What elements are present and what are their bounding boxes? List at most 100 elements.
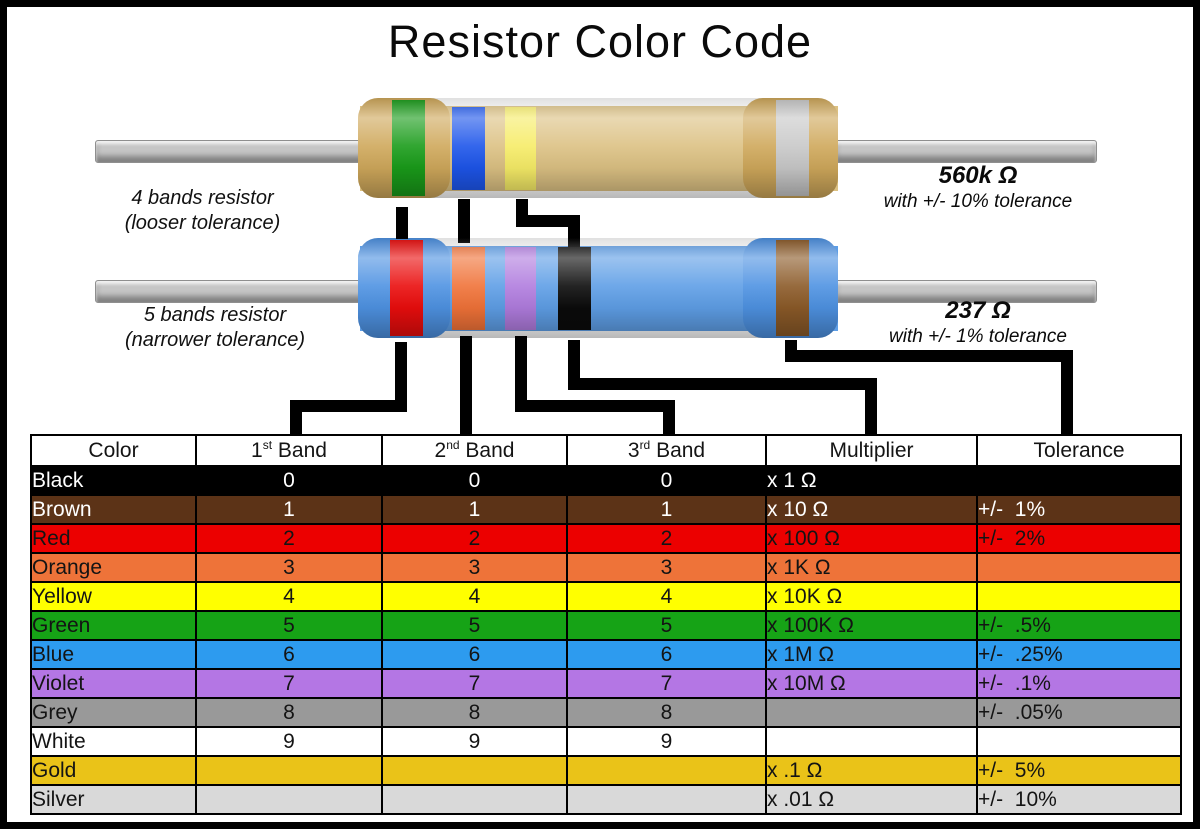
pointer-3rd-band	[663, 400, 675, 435]
multiplier-cell: x 1 Ω	[765, 465, 978, 496]
band2-cell: 0	[381, 465, 568, 496]
multiplier-cell	[765, 726, 978, 757]
multiplier-cell: x .01 Ω	[765, 784, 978, 815]
band-blue-2nd	[452, 107, 485, 190]
multiplier-cell	[765, 697, 978, 728]
column-header-3-band: 3rd Band	[566, 434, 767, 467]
color-name-cell: Black	[30, 465, 197, 496]
multiplier-cell: x 10 Ω	[765, 494, 978, 525]
band-violet-3rd	[505, 247, 536, 330]
band2-cell: 2	[381, 523, 568, 554]
tolerance-cell: +/- 2%	[976, 523, 1182, 554]
band2-cell: 5	[381, 610, 568, 641]
tolerance-cell	[976, 465, 1182, 496]
resistor-lead-left	[95, 280, 365, 303]
multiplier-cell: x 1K Ω	[765, 552, 978, 583]
column-header-color: Color	[30, 434, 197, 467]
band2-cell: 6	[381, 639, 568, 670]
band2-cell: 3	[381, 552, 568, 583]
resistor-lead-right	[835, 140, 1097, 163]
band3-cell: 0	[566, 465, 767, 496]
band2-cell: 4	[381, 581, 568, 612]
band2-cell: 1	[381, 494, 568, 525]
band1-cell: 0	[195, 465, 383, 496]
multiplier-cell: x 1M Ω	[765, 639, 978, 670]
pointer-1st-band	[290, 400, 302, 435]
multiplier-cell: x 100K Ω	[765, 610, 978, 641]
band1-cell: 8	[195, 697, 383, 728]
pointer-segment	[458, 199, 470, 243]
band3-cell: 6	[566, 639, 767, 670]
pointer-multiplier	[865, 378, 877, 435]
table-row-silver: Silver x .01 Ω+/- 10%	[30, 784, 1182, 815]
band-yellow-mult	[505, 107, 536, 190]
five-band-label: 5 bands resistor (narrower tolerance)	[124, 304, 306, 351]
multiplier-cell: x 10M Ω	[765, 668, 978, 699]
page-title: Resistor Color Code	[387, 16, 813, 67]
band2-cell	[381, 755, 568, 786]
multiplier-cell: x 10K Ω	[765, 581, 978, 612]
band2-cell: 9	[381, 726, 568, 757]
color-name-cell: Gold	[30, 755, 197, 786]
four-band-value: 560k Ω with +/- 10% tolerance	[853, 162, 1103, 213]
pointer-tolerance	[785, 350, 1073, 362]
band1-cell	[195, 784, 383, 815]
band-silver-tol	[776, 100, 809, 196]
resistance-value: 237 Ω	[945, 297, 1011, 324]
band3-cell: 1	[566, 494, 767, 525]
tolerance-cell	[976, 726, 1182, 757]
pointer-2nd-band	[460, 336, 472, 435]
pointer-3rd-band	[515, 400, 675, 412]
band1-cell: 2	[195, 523, 383, 554]
band2-cell	[381, 784, 568, 815]
pointer-segment	[516, 215, 580, 227]
column-header-tolerance: Tolerance	[976, 434, 1182, 467]
band3-cell: 2	[566, 523, 767, 554]
tolerance-cell: +/- .5%	[976, 610, 1182, 641]
band3-cell: 5	[566, 610, 767, 641]
multiplier-cell: x .1 Ω	[765, 755, 978, 786]
color-name-cell: Orange	[30, 552, 197, 583]
band-red-1st	[390, 240, 423, 336]
band-orange-2nd	[452, 247, 485, 330]
tolerance-cell: +/- 10%	[976, 784, 1182, 815]
four-band-label: 4 bands resistor (looser tolerance)	[124, 187, 281, 234]
band-brown-tol	[776, 240, 809, 336]
band2-cell: 7	[381, 668, 568, 699]
band1-cell	[195, 755, 383, 786]
band1-cell: 3	[195, 552, 383, 583]
band3-cell: 4	[566, 581, 767, 612]
color-name-cell: Grey	[30, 697, 197, 728]
band1-cell: 1	[195, 494, 383, 525]
column-header-1-band: 1st Band	[195, 434, 383, 467]
five-band-value: 237 Ω with +/- 1% tolerance	[853, 297, 1103, 348]
band1-cell: 9	[195, 726, 383, 757]
color-name-cell: Violet	[30, 668, 197, 699]
column-header-multiplier: Multiplier	[765, 434, 978, 467]
resistor-lead-left	[95, 140, 365, 163]
band-green-1st	[392, 100, 425, 196]
color-name-cell: Yellow	[30, 581, 197, 612]
resistance-value: 560k Ω	[938, 162, 1018, 189]
band1-cell: 4	[195, 581, 383, 612]
multiplier-cell: x 100 Ω	[765, 523, 978, 554]
color-name-cell: Silver	[30, 784, 197, 815]
band-black-mult	[558, 247, 591, 330]
color-name-cell: Brown	[30, 494, 197, 525]
band3-cell: 9	[566, 726, 767, 757]
tolerance-cell: +/- .25%	[976, 639, 1182, 670]
pointer-segment	[568, 215, 580, 247]
pointer-tolerance	[1061, 350, 1073, 435]
